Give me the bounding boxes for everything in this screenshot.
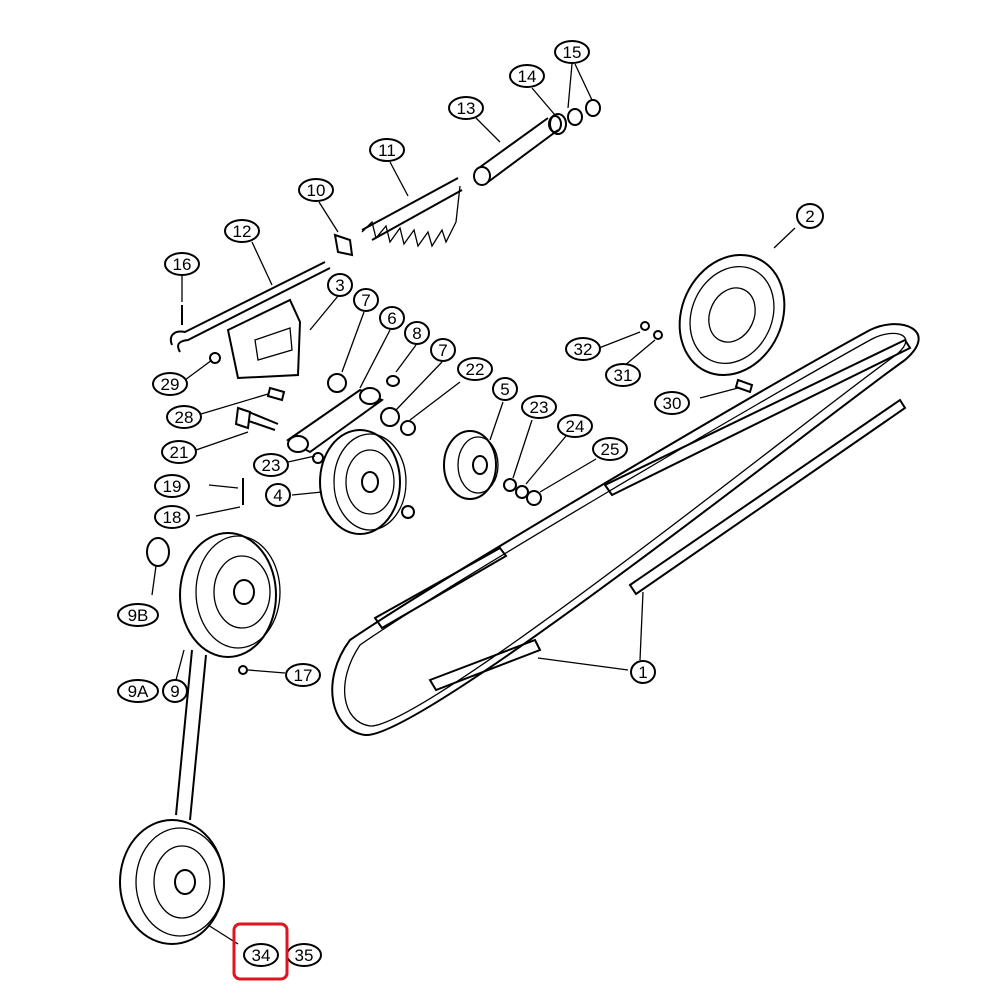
callout-14-text: 14 (518, 67, 537, 86)
part-29-nut (209, 352, 221, 364)
callout-14: 14 (509, 64, 545, 88)
callout-23a-text: 23 (262, 456, 281, 475)
part-7-bushings (327, 373, 400, 427)
belt-guide-channels (373, 338, 912, 692)
part-8-washer (386, 375, 400, 387)
part-9-pulley (179, 478, 281, 675)
callout-12-text: 12 (233, 222, 252, 241)
callout-24-text: 24 (566, 417, 585, 436)
callout-15-text: 15 (563, 43, 582, 62)
part-21-bolt (234, 406, 279, 431)
part-9B-bushing (146, 537, 170, 567)
part-28-bolt (266, 386, 286, 402)
part-5-idler (443, 430, 499, 500)
callout-24: 24 (557, 414, 593, 438)
callout-9-text: 9 (170, 682, 179, 701)
callout-2: 2 (796, 203, 824, 229)
callout-18: 18 (154, 505, 190, 529)
callout-19: 19 (154, 474, 190, 498)
callout-10-text: 10 (307, 181, 326, 200)
callout-23b-text: 23 (530, 398, 549, 417)
callout-8: 8 (404, 321, 430, 345)
callout-3-text: 3 (335, 276, 344, 295)
part-13-tube (473, 115, 562, 186)
callout-25-text: 25 (601, 440, 620, 459)
callout-17-text: 17 (294, 666, 313, 685)
callout-17: 17 (285, 663, 321, 687)
part-22-washer (400, 420, 416, 436)
callout-9B-text: 9B (128, 606, 149, 625)
callout-3: 3 (327, 273, 353, 297)
part-34-pulley (119, 819, 225, 945)
callout-22: 22 (457, 357, 493, 381)
part-4-pulley (312, 429, 415, 535)
part-15-nuts (567, 99, 601, 126)
callout-31: 31 (605, 363, 641, 387)
callout-10: 10 (298, 178, 334, 202)
callout-21: 21 (161, 440, 197, 464)
callout-12: 12 (224, 219, 260, 243)
callout-16: 16 (164, 252, 200, 276)
callout-8-text: 8 (412, 324, 421, 343)
highlight-box-34 (232, 922, 289, 981)
callout-1: 1 (630, 660, 656, 684)
part-23-24-25-hardware (503, 478, 542, 506)
callout-19-text: 19 (163, 477, 182, 496)
callout-13-text: 13 (457, 99, 476, 118)
callout-1-text: 1 (638, 663, 647, 682)
part-6-arm (286, 387, 384, 454)
callout-9B: 9B (117, 603, 159, 627)
callout-9A-text: 9A (128, 682, 149, 701)
callout-23a: 23 (253, 453, 289, 477)
callout-28-text: 28 (175, 408, 194, 427)
callout-7b: 7 (430, 338, 456, 362)
callout-28: 28 (166, 405, 202, 429)
callout-23b: 23 (521, 395, 557, 419)
callout-4-text: 4 (273, 486, 282, 505)
callout-11: 11 (369, 138, 405, 162)
callout-4: 4 (265, 483, 291, 507)
callout-35-text: 35 (295, 946, 314, 965)
callout-31-text: 31 (614, 366, 633, 385)
callout-32-text: 32 (574, 340, 593, 359)
callout-6-text: 6 (387, 309, 396, 328)
callout-34: 34 (243, 943, 279, 967)
part-10-clip (333, 233, 354, 257)
callout-2-text: 2 (805, 207, 814, 226)
leader-lines (151, 63, 796, 945)
callout-15: 15 (554, 40, 590, 64)
callout-29-text: 29 (161, 375, 180, 394)
part-11-spring (361, 177, 463, 248)
part-30-31-32-hardware (640, 321, 754, 394)
callout-6: 6 (379, 306, 405, 330)
part-3-bracket (226, 298, 302, 380)
callout-9: 9 (162, 679, 188, 703)
callout-5-text: 5 (500, 380, 509, 399)
callout-34-text: 34 (252, 946, 271, 965)
callout-32: 32 (565, 337, 601, 361)
callout-29: 29 (152, 372, 188, 396)
callout-7a: 7 (353, 288, 379, 312)
callout-21-text: 21 (170, 443, 189, 462)
callout-18-text: 18 (163, 508, 182, 527)
callout-13: 13 (448, 96, 484, 120)
part-2-disc (678, 253, 786, 377)
callout-30-text: 30 (663, 394, 682, 413)
callout-7b-text: 7 (438, 341, 447, 360)
callout-35: 35 (286, 943, 322, 967)
callout-9A: 9A (117, 679, 159, 703)
callout-22-text: 22 (466, 360, 485, 379)
part-12-rod (169, 261, 331, 353)
drive-belt (175, 649, 207, 821)
callout-5: 5 (492, 377, 518, 401)
callout-16-text: 16 (173, 255, 192, 274)
callout-30: 30 (654, 391, 690, 415)
part-14-bearing (549, 113, 567, 135)
callout-7a-text: 7 (361, 291, 370, 310)
callout-11-text: 11 (378, 141, 396, 160)
callout-25: 25 (592, 437, 628, 461)
